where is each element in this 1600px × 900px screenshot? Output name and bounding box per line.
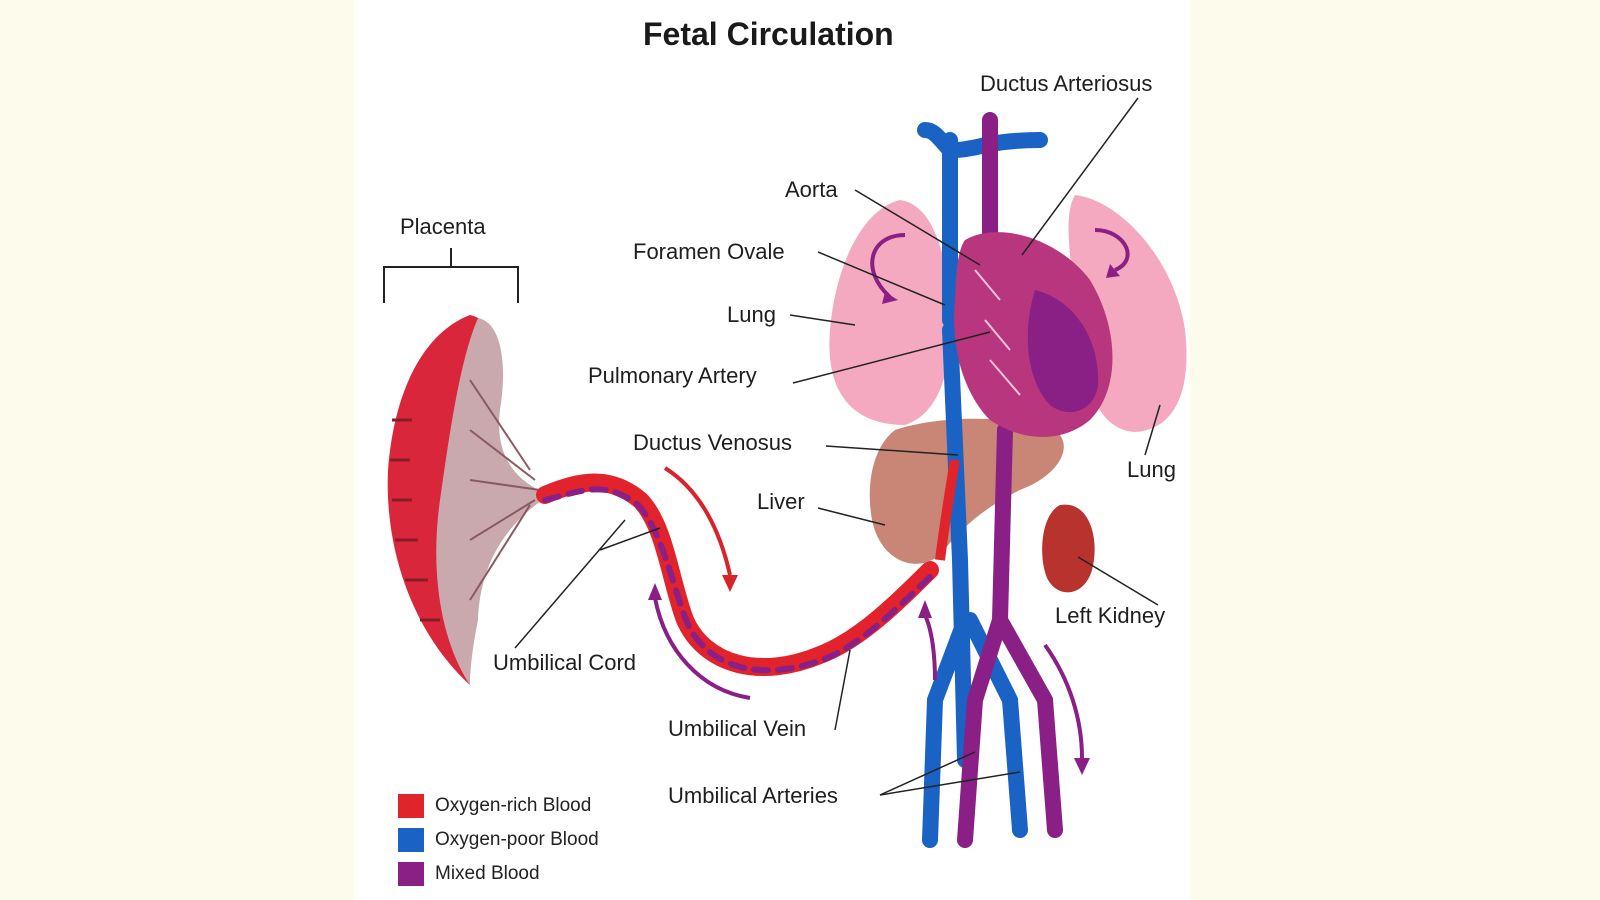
arrow-umbilical-vein-flow: [663, 466, 732, 576]
label-placenta: Placenta: [400, 214, 486, 239]
legend: Oxygen-rich Blood Oxygen-poor Blood Mixe…: [398, 793, 599, 895]
arrowhead-6: [1106, 264, 1120, 278]
label-umbilical-cord: Umbilical Cord: [493, 650, 637, 675]
placenta-shape: [387, 315, 550, 685]
arrow-umbilical-artery-flow: [653, 597, 751, 700]
legend-label: Oxygen-rich Blood: [435, 795, 592, 816]
liver-shape: [869, 418, 1064, 564]
arrowhead-2: [648, 583, 662, 600]
label-lung-left: Lung: [727, 302, 776, 327]
heart-shape: [954, 232, 1113, 437]
legend-swatch-mixed: [398, 862, 424, 886]
label-liver: Liver: [757, 489, 805, 514]
arrow-lung-right: [1094, 228, 1130, 272]
blue-vessel-shape: [917, 122, 1048, 848]
legend-swatch-oxygen-rich: [398, 794, 424, 818]
label-umbilical-vein: Umbilical Vein: [668, 716, 807, 741]
legend-item-mixed: Mixed Blood: [398, 861, 599, 887]
label-foramen-ovale: Foramen Ovale: [633, 239, 785, 264]
arrow-body-flow-right: [1043, 643, 1084, 759]
legend-label: Mixed Blood: [435, 863, 540, 884]
placenta-bracket: [383, 248, 519, 303]
left-lung-shape: [829, 200, 950, 425]
arrowhead-5: [882, 292, 898, 304]
legend-label: Oxygen-poor Blood: [435, 829, 599, 850]
arrowhead-3: [918, 600, 932, 618]
red-vessel-shape: [935, 459, 960, 561]
label-aorta: Aorta: [785, 177, 838, 202]
legend-item-oxygen-poor: Oxygen-poor Blood: [398, 827, 599, 853]
arrowhead-1: [722, 575, 738, 592]
umbilical-cord-shape: [536, 473, 939, 676]
label-ductus-arteriosus: Ductus Arteriosus: [980, 71, 1153, 96]
arrow-body-flow-left: [923, 614, 937, 681]
label-lung-right: Lung: [1127, 457, 1176, 482]
legend-item-oxygen-rich: Oxygen-rich Blood: [398, 793, 599, 819]
leader-lines: [514, 97, 1161, 796]
left-kidney-shape: [1042, 504, 1095, 593]
label-ductus-venosus: Ductus Venosus: [633, 430, 792, 455]
label-pulmonary-artery: Pulmonary Artery: [588, 363, 757, 388]
arrow-lung-left: [870, 233, 906, 299]
arrowhead-4: [1074, 758, 1090, 775]
label-umbilical-arteries: Umbilical Arteries: [668, 783, 838, 808]
label-left-kidney: Left Kidney: [1055, 603, 1166, 628]
diagram-title: Fetal Circulation: [643, 16, 894, 52]
legend-swatch-oxygen-poor: [398, 828, 424, 852]
